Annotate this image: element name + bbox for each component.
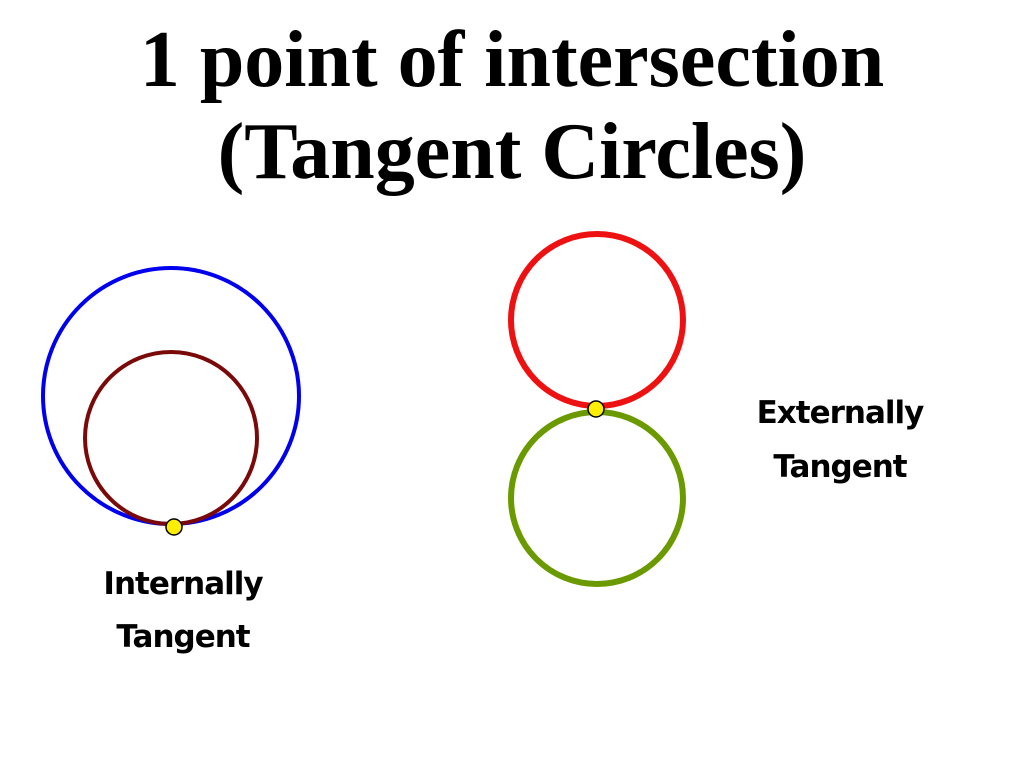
- internal-label-line-1: Internally: [103, 566, 263, 602]
- title-line-1: 1 point of intersection: [139, 16, 885, 104]
- internal-tangent-point: [165, 518, 183, 536]
- external-label-line-1: Externally: [757, 395, 925, 431]
- outer-circle: [41, 266, 301, 526]
- external-label-line-2: Tangent: [773, 449, 907, 485]
- external-tangent-point: [587, 400, 605, 418]
- top-circle: [508, 231, 686, 409]
- title-line-2: (Tangent Circles): [217, 108, 807, 196]
- bottom-circle: [508, 409, 686, 587]
- internal-label-line-2: Tangent: [116, 619, 250, 655]
- inner-circle: [83, 350, 259, 526]
- externally-tangent-figure: Externally Tangent: [508, 231, 925, 587]
- internally-tangent-figure: Internally Tangent: [41, 266, 301, 655]
- slide-title: 1 point of intersection (Tangent Circles…: [0, 14, 1024, 198]
